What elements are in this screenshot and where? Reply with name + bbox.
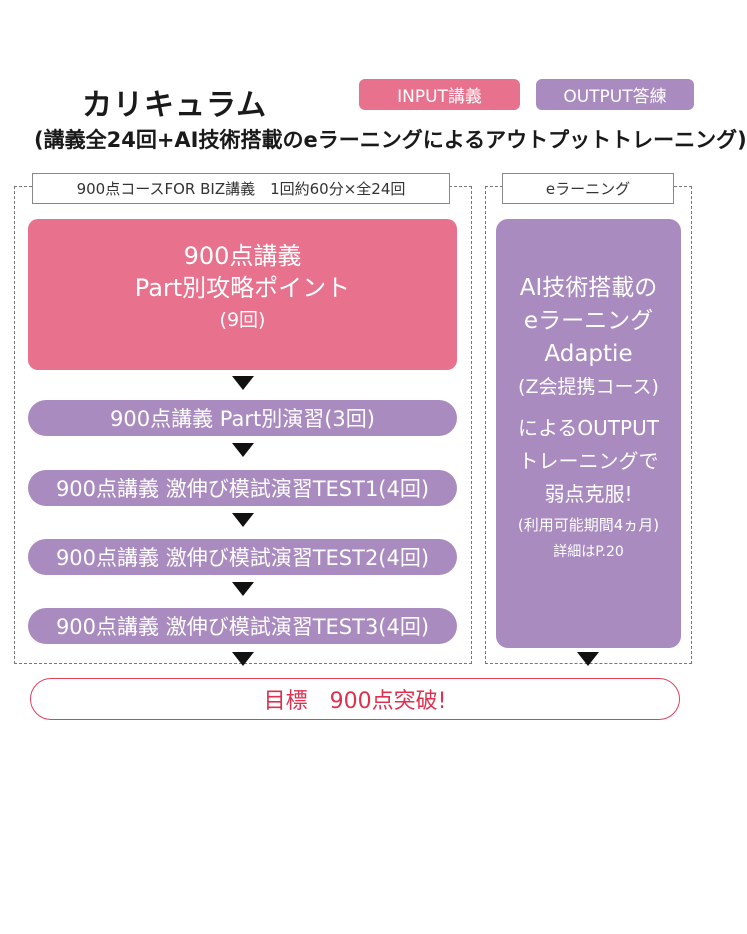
down-arrow-icon	[577, 652, 599, 666]
down-arrow-icon	[232, 443, 254, 457]
block-line-3: (9回)	[219, 309, 266, 331]
step-mock-test-1: 900点講義 激伸び模試演習TEST1(4回)	[28, 470, 457, 506]
elearning-line: AI技術搭載の	[519, 275, 658, 301]
step-part-exercise: 900点講義 Part別演習(3回)	[28, 400, 457, 436]
elearning-line: トレーニングで	[518, 449, 659, 473]
elearning-header: eラーニング	[502, 173, 674, 204]
block-line-1: 900点講義	[183, 242, 302, 270]
elearning-line: eラーニング	[523, 308, 654, 334]
elearning-description-block: AI技術搭載の eラーニング Adaptie (Z会提携コース) によるOUTP…	[496, 219, 681, 648]
lecture-course-header: 900点コースFOR BIZ講義 1回約60分×全24回	[32, 173, 450, 204]
legend-input-badge: INPUT講義	[359, 79, 520, 110]
goal-banner: 目標 900点突破!	[30, 678, 680, 720]
legend-output-badge: OUTPUT答練	[536, 79, 694, 110]
step-mock-test-3: 900点講義 激伸び模試演習TEST3(4回)	[28, 608, 457, 644]
curriculum-title: カリキュラム	[82, 88, 268, 123]
block-line-2: Part別攻略ポイント	[134, 274, 351, 302]
down-arrow-icon	[232, 652, 254, 666]
part-strategy-lecture-block: 900点講義 Part別攻略ポイント (9回)	[28, 219, 457, 370]
elearning-line: によるOUTPUT	[518, 416, 659, 440]
elearning-line: 詳細はP.20	[553, 544, 624, 560]
down-arrow-icon	[232, 376, 254, 390]
elearning-line: 弱点克服!	[544, 482, 633, 506]
down-arrow-icon	[232, 582, 254, 596]
down-arrow-icon	[232, 513, 254, 527]
step-mock-test-2: 900点講義 激伸び模試演習TEST2(4回)	[28, 539, 457, 575]
elearning-line: Adaptie	[544, 341, 633, 367]
elearning-line: (利用可能期間4ヵ月)	[517, 516, 660, 534]
curriculum-subtitle: (講義全24回+AI技術搭載のeラーニングによるアウトプットトレーニング)	[34, 128, 747, 152]
elearning-line: (Z会提携コース)	[518, 376, 659, 398]
